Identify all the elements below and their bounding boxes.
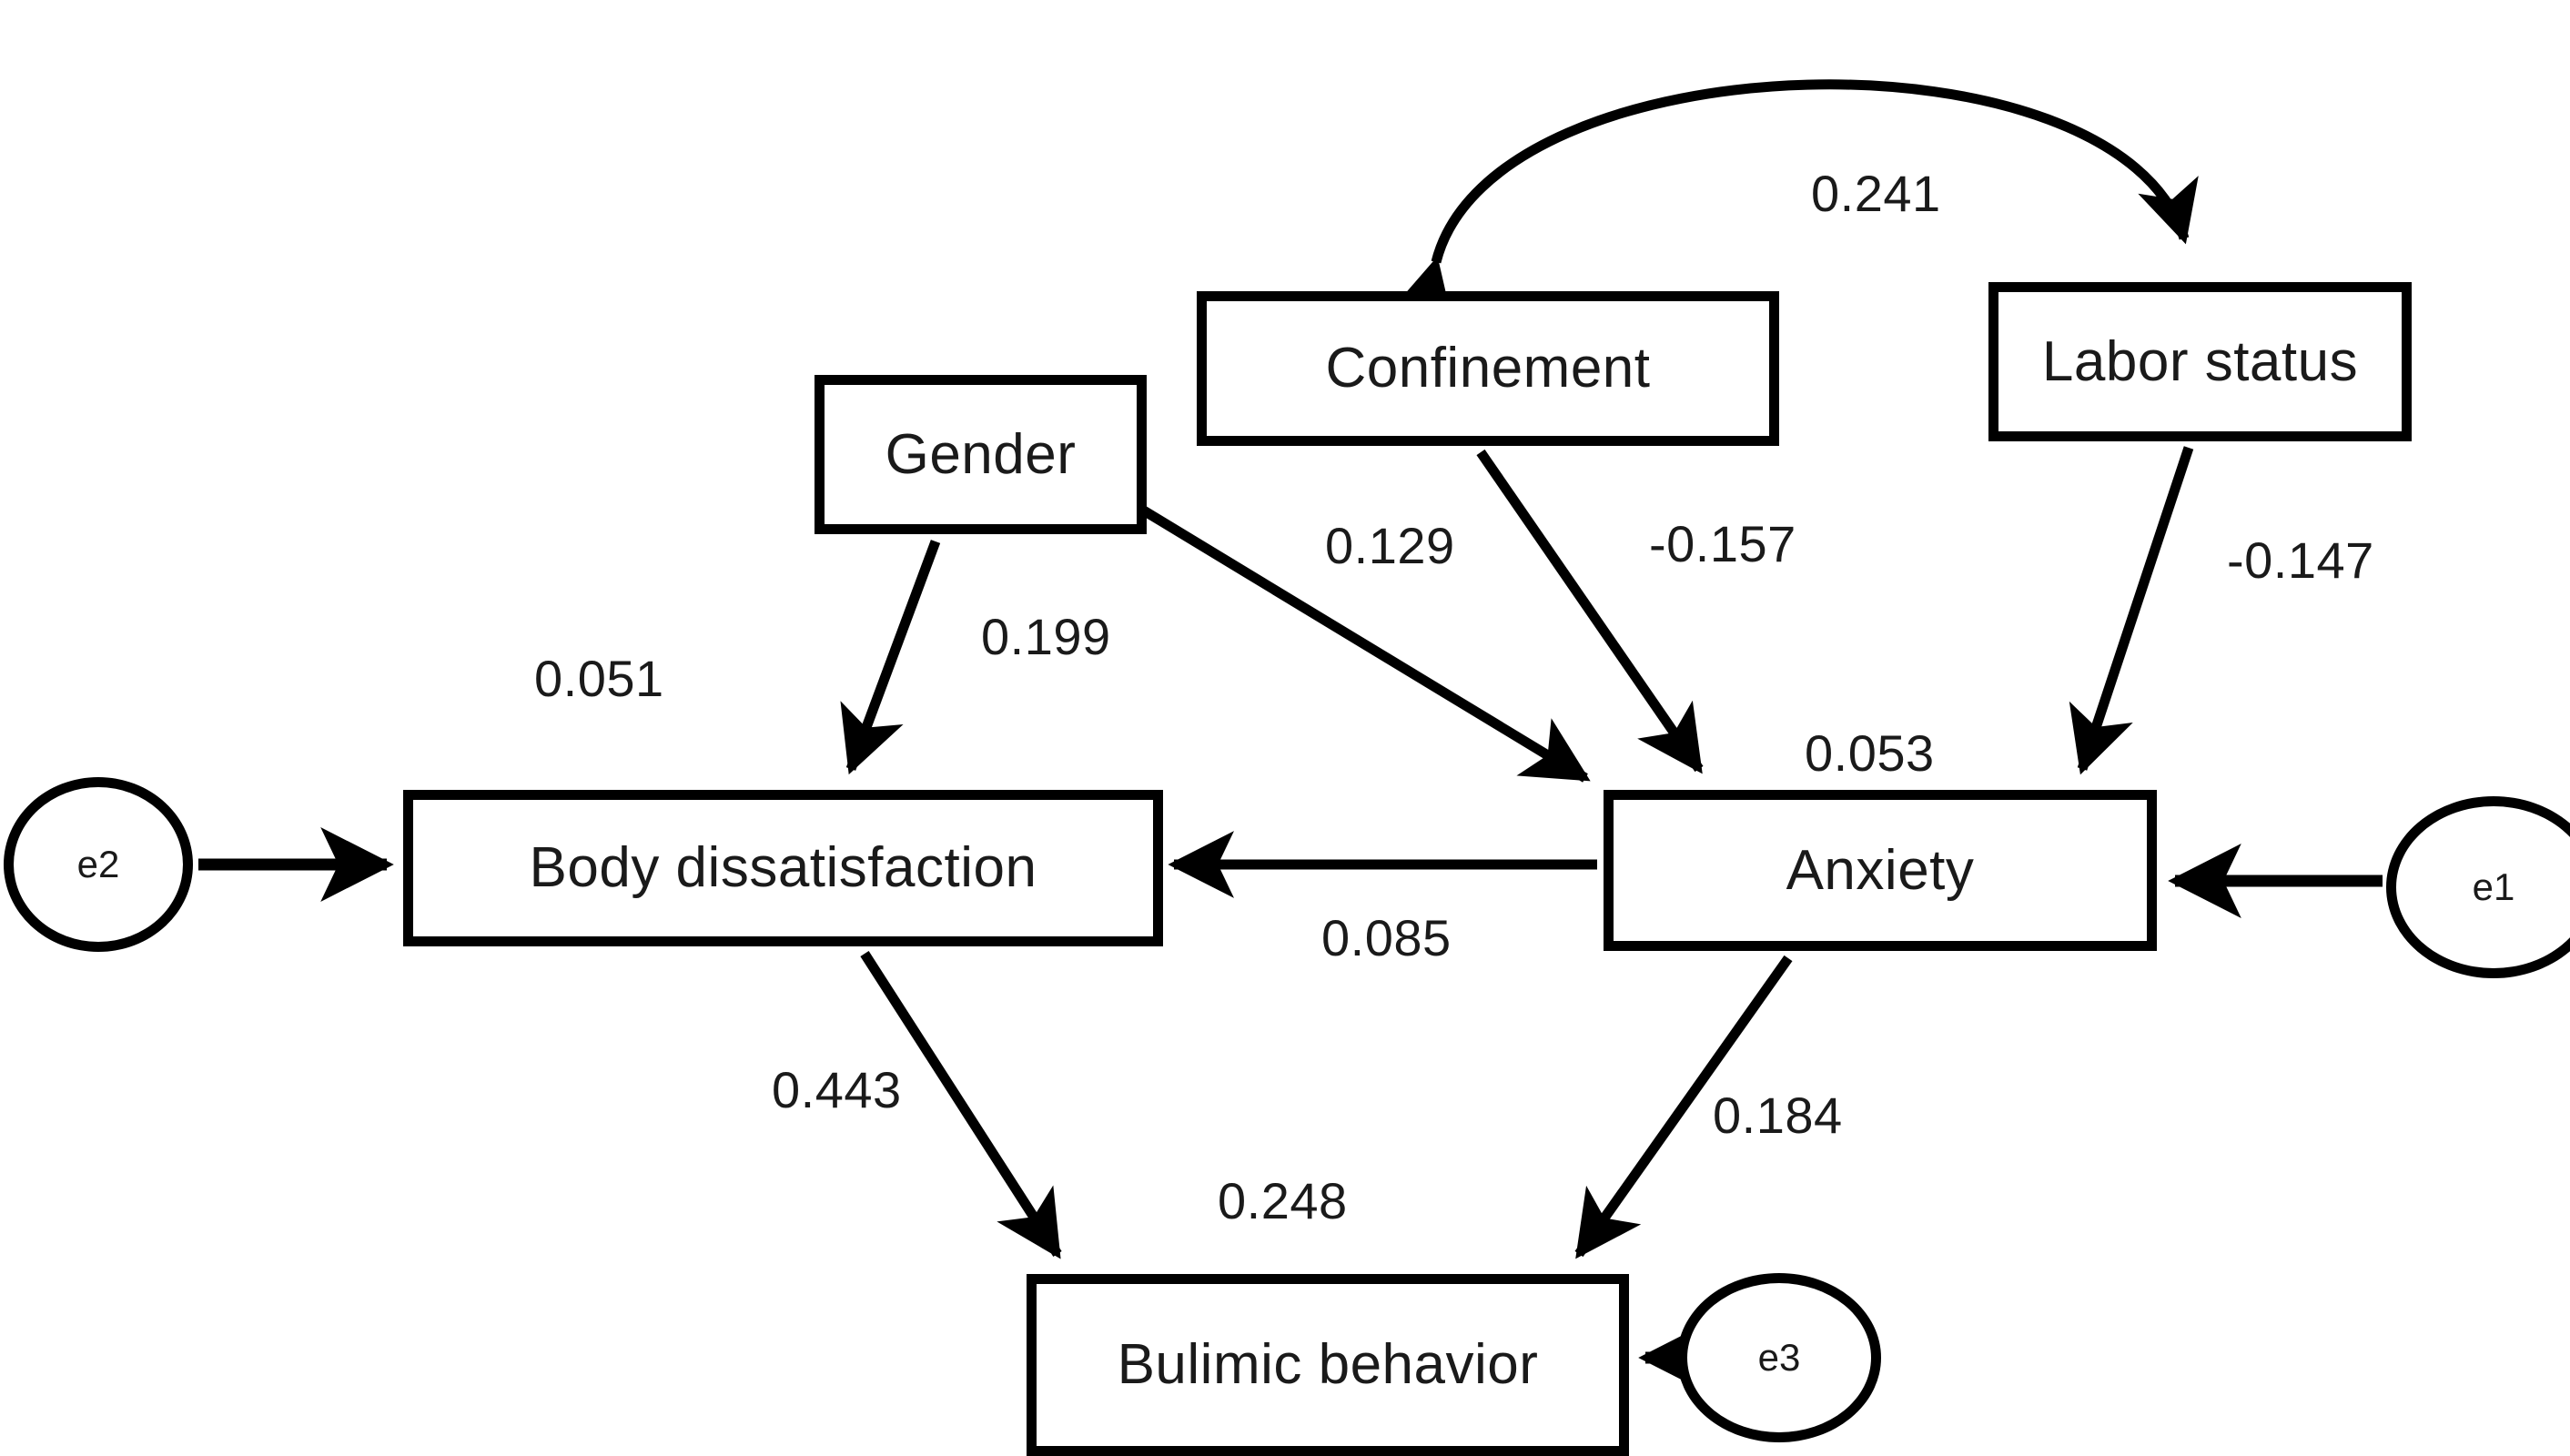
node-anxiety[interactable]: Anxiety xyxy=(1604,790,2157,951)
error-node-e1-label: e1 xyxy=(2472,865,2515,908)
node-confinement[interactable]: Confinement xyxy=(1197,291,1779,446)
variance-label-body-dissatisfaction: 0.051 xyxy=(534,650,664,707)
node-body-dissatisfaction-label: Body dissatisfaction xyxy=(529,836,1037,899)
node-confinement-label: Confinement xyxy=(1325,337,1651,399)
edge-label-gender-anxiety: 0.129 xyxy=(1325,517,1455,574)
edge-labor-status-anxiety xyxy=(2069,446,2194,775)
edge-label-labor-status-anxiety: -0.147 xyxy=(2227,531,2374,589)
edge-label-gender-body-dissatisfaction: 0.199 xyxy=(981,608,1111,665)
error-node-e3[interactable]: e3 xyxy=(1677,1273,1881,1442)
node-gender[interactable]: Gender xyxy=(815,375,1147,534)
node-body-dissatisfaction[interactable]: Body dissatisfaction xyxy=(403,790,1163,946)
variance-label-bulimic-behavior: 0.248 xyxy=(1218,1172,1348,1229)
node-labor-status[interactable]: Labor status xyxy=(1988,282,2412,441)
error-node-e2[interactable]: e2 xyxy=(4,777,193,952)
node-bulimic-behavior-label: Bulimic behavior xyxy=(1117,1333,1539,1396)
edge-label-confinement-labor-covariance: 0.241 xyxy=(1811,165,1941,222)
error-node-e3-label: e3 xyxy=(1757,1336,1801,1379)
edge-confinement-anxiety xyxy=(1476,449,1704,774)
edge-confinement-labor-covariance xyxy=(1391,79,2199,325)
node-anxiety-label: Anxiety xyxy=(1786,838,1975,902)
variance-label-anxiety: 0.053 xyxy=(1805,724,1935,782)
error-node-e1[interactable]: e1 xyxy=(2386,796,2570,978)
edge-gender-body-dissatisfaction xyxy=(840,540,941,775)
edge-label-confinement-anxiety: -0.157 xyxy=(1649,515,1796,572)
node-gender-label: Gender xyxy=(885,422,1077,486)
edge-label-body-dissatisfaction-bulimic: 0.443 xyxy=(772,1061,902,1118)
edge-label-anxiety-bulimic: 0.184 xyxy=(1713,1087,1843,1144)
error-node-e2-label: e2 xyxy=(76,843,120,885)
node-bulimic-behavior[interactable]: Bulimic behavior xyxy=(1027,1274,1629,1456)
node-labor-status-label: Labor status xyxy=(2041,329,2359,393)
edge-label-anxiety-body-dissatisfaction: 0.085 xyxy=(1321,909,1452,966)
